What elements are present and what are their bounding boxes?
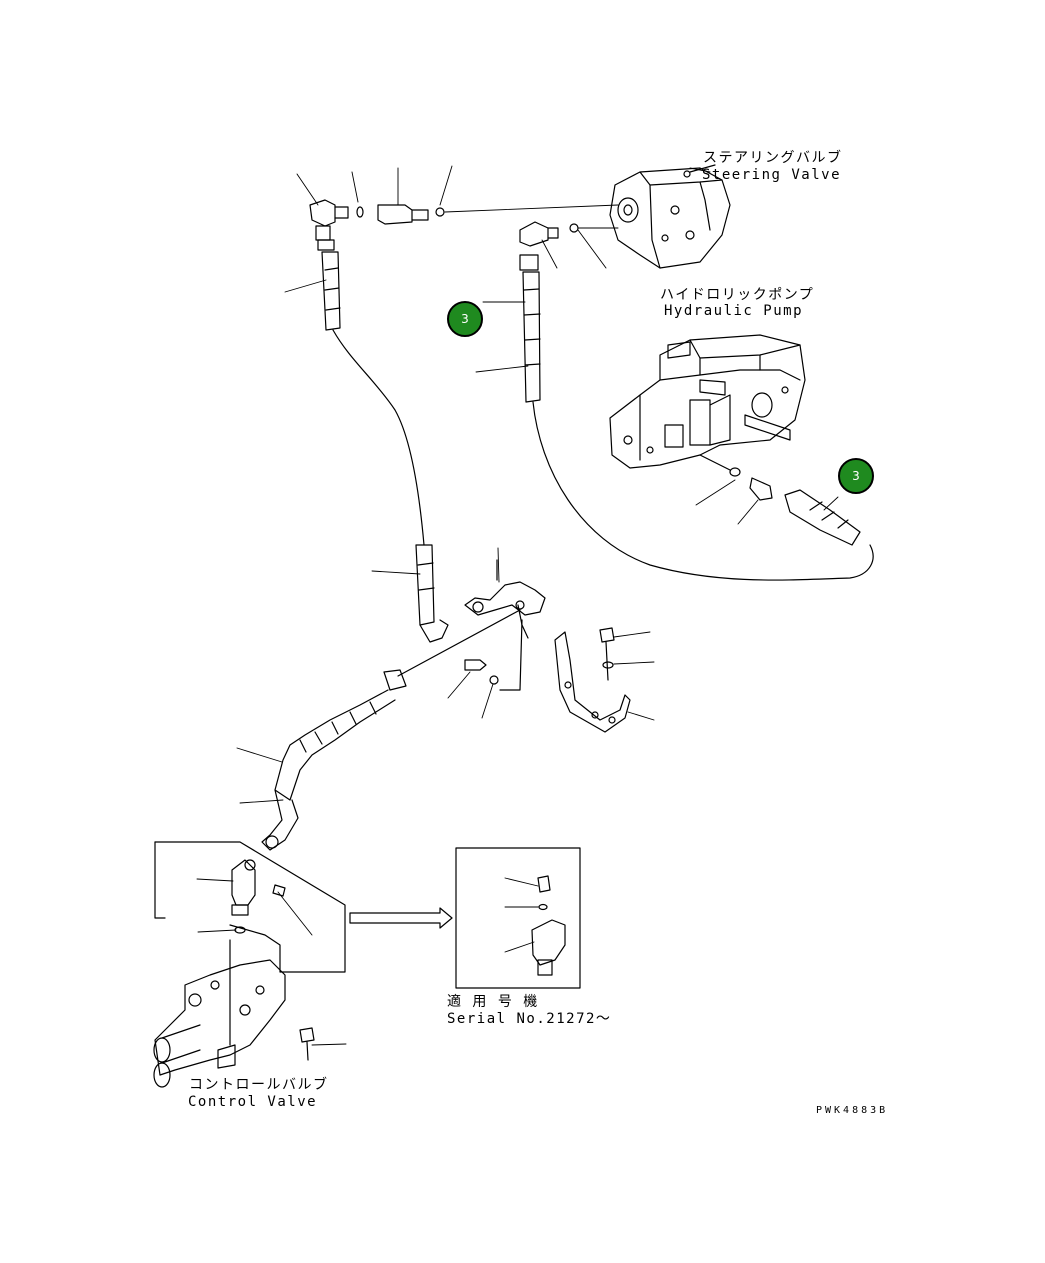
leader-lines [196, 165, 839, 1046]
control-valve-label-jp: コントロールバルブ [189, 1077, 329, 1093]
pipe-bracket-assembly [464, 559, 631, 733]
drawing-code: PWK4883B [816, 1105, 889, 1116]
callout-badge-3-right[interactable]: 3 [838, 458, 874, 494]
steering-valve-label-en: Steering Valve [702, 167, 842, 183]
control-valve-part [153, 841, 346, 1088]
hose-middle [519, 254, 874, 581]
control-valve-label-en: Control Valve [188, 1094, 318, 1110]
top-left-fittings [309, 199, 445, 241]
hydraulic-pump-label-en: Hydraulic Pump [664, 303, 804, 319]
serial-label-jp: 適 用 号 機 [447, 994, 539, 1010]
serial-label-en: Serial No.21272～ [447, 1011, 612, 1027]
hydraulic-pump-label-jp: ハイドロリックポンプ [660, 287, 815, 303]
serial-detail [349, 847, 581, 989]
hose-left [317, 239, 449, 643]
callout-badge-3-upper[interactable]: 3 [447, 301, 483, 337]
steering-valve-label-jp: ステアリングバルブ [703, 150, 843, 166]
steering-valve-part [609, 164, 731, 269]
steering-elbow-fitting [519, 221, 579, 247]
hose-lower [261, 609, 521, 851]
hydraulic-pump-part [609, 334, 806, 471]
